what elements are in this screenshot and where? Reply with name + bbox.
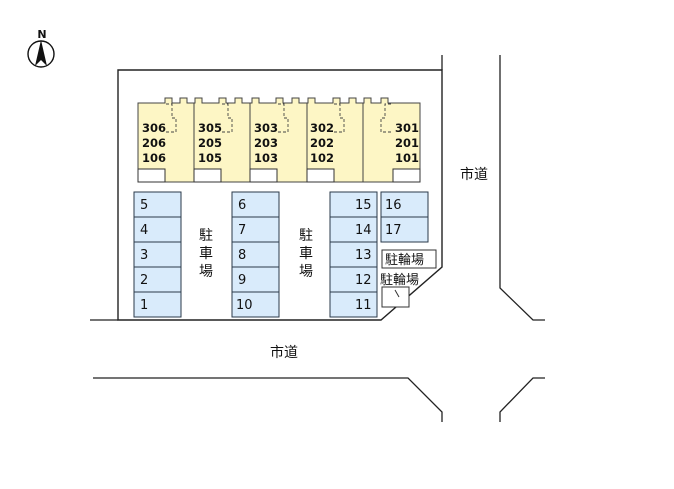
- parking-space: 8: [231, 241, 280, 268]
- parking-space-number: 2: [140, 273, 148, 288]
- bicycle-parking: 駐輪場 駐輪場: [380, 249, 437, 308]
- room-number: 301: [395, 121, 419, 135]
- parking-space-number: 7: [238, 223, 246, 238]
- parking-space: 6: [231, 191, 280, 218]
- parking-space: 11: [329, 291, 378, 318]
- room-number: 106: [142, 151, 166, 165]
- entrance-marker: [306, 168, 335, 183]
- parking-space: 17: [380, 216, 429, 243]
- parking-space-number: 5: [140, 198, 148, 213]
- room-number: 303: [254, 121, 278, 135]
- parking-space-number: 16: [385, 198, 402, 213]
- road-label-east: 市道: [460, 166, 488, 183]
- parking-space-number: 6: [238, 198, 246, 213]
- entrance-marker: [193, 168, 222, 183]
- parking-space: 12: [329, 266, 378, 293]
- parking-space-number: 9: [238, 273, 246, 288]
- parking-space: 2: [133, 266, 182, 293]
- road-label-south: 市道: [270, 344, 298, 361]
- lot-boundary: [117, 69, 443, 321]
- apartment-building: 306 206 106 305 205 105 303 203 103 302 …: [137, 97, 421, 183]
- parking-space: 5: [133, 191, 182, 218]
- parking-space-number: 14: [355, 223, 372, 238]
- room-number: 206: [142, 136, 166, 150]
- parking-space: 3: [133, 241, 182, 268]
- bicycle-parking-label: 駐輪場: [380, 272, 419, 288]
- parking-space-number: 17: [385, 223, 402, 238]
- room-number: 103: [254, 151, 278, 165]
- parking-label: 駐車場: [299, 228, 313, 280]
- room-number: 101: [395, 151, 419, 165]
- room-numbers-unit-2: 305 205 105: [198, 121, 222, 165]
- room-number: 203: [254, 136, 278, 150]
- compass: N: [27, 28, 55, 68]
- parking-space-number: 15: [355, 198, 372, 213]
- parking-label: 駐車場: [199, 228, 213, 280]
- room-number: 201: [395, 136, 419, 150]
- road-lines: [90, 55, 545, 422]
- parking-space: 9: [231, 266, 280, 293]
- room-number: 205: [198, 136, 222, 150]
- entrance-marker: [392, 168, 421, 183]
- parking-space-number: 3: [140, 248, 148, 263]
- parking-space-number: 1: [140, 298, 148, 313]
- room-number: 105: [198, 151, 222, 165]
- parking-space-number: 8: [238, 248, 246, 263]
- room-number: 306: [142, 121, 166, 135]
- parking-space: 7: [231, 216, 280, 243]
- parking-space-number: 13: [355, 248, 372, 263]
- parking-space: 1: [133, 291, 182, 318]
- parking-space-number: 11: [355, 298, 372, 313]
- compass-label: N: [37, 28, 46, 41]
- entrance-marker: [249, 168, 278, 183]
- room-numbers-unit-4: 302 202 102: [310, 121, 334, 165]
- room-number: 302: [310, 121, 334, 135]
- parking-space: 10: [231, 291, 280, 318]
- room-number: 202: [310, 136, 334, 150]
- parking-space-number: 4: [140, 223, 148, 238]
- room-numbers-unit-1: 306 206 106: [142, 121, 166, 165]
- room-numbers-unit-5: 301 201 101: [395, 121, 419, 165]
- parking-space: 15: [329, 191, 378, 218]
- building-footprint: [137, 97, 421, 183]
- room-number: 305: [198, 121, 222, 135]
- parking-space: 13: [329, 241, 378, 268]
- parking-area: 1 2 3 4 5 6 7 8: [133, 191, 429, 318]
- room-numbers-unit-3: 303 203 103: [254, 121, 278, 165]
- parking-space: 16: [380, 191, 429, 218]
- parking-space-number: 12: [355, 273, 372, 288]
- parking-space: 14: [329, 216, 378, 243]
- parking-space-number: 10: [236, 298, 253, 313]
- bicycle-parking-label: 駐輪場: [385, 252, 424, 268]
- parking-space: 4: [133, 216, 182, 243]
- entrance-marker: [137, 168, 166, 183]
- north-arrow-icon: [27, 40, 55, 68]
- room-number: 102: [310, 151, 334, 165]
